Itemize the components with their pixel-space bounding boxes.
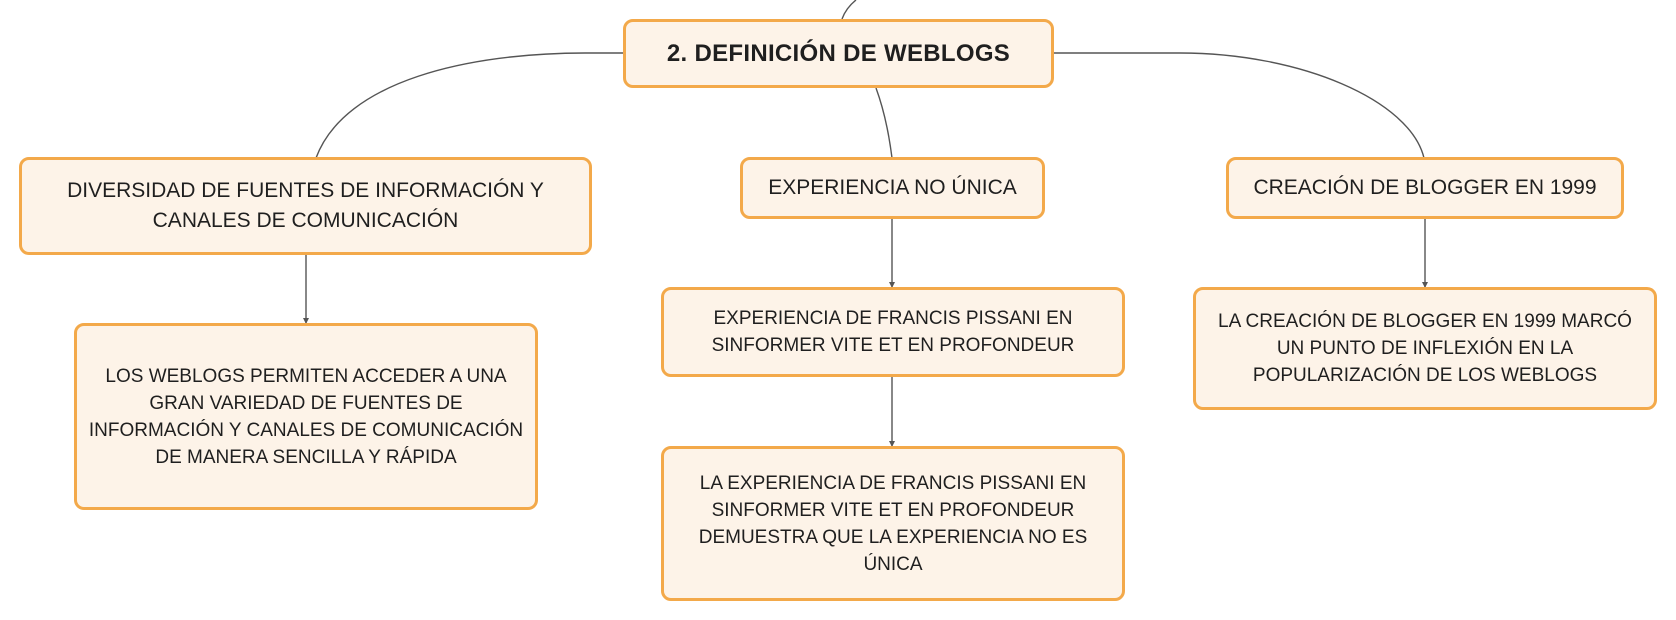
root-node-label: 2. DEFINICIÓN DE WEBLOGS xyxy=(666,39,1011,67)
arrowhead xyxy=(889,441,895,447)
branch-node-blogger[interactable]: CREACIÓN DE BLOGGER EN 1999 xyxy=(1226,157,1624,219)
child-node-label: LOS WEBLOGS PERMITEN ACCEDER A UNA GRAN … xyxy=(88,365,524,468)
root-node[interactable]: 2. DEFINICIÓN DE WEBLOGS xyxy=(623,19,1054,88)
branch-node-label: DIVERSIDAD DE FUENTES DE INFORMACIÓN Y C… xyxy=(67,179,544,232)
branch-node-label: CREACIÓN DE BLOGGER EN 1999 xyxy=(1253,176,1597,199)
connector-root-to-experiencia xyxy=(875,87,893,159)
connector-root-to-blogger xyxy=(1053,52,1425,159)
child-node-label: LA CREACIÓN DE BLOGGER EN 1999 MARCÓ UN … xyxy=(1218,311,1632,386)
child-node-blogger-detail[interactable]: LA CREACIÓN DE BLOGGER EN 1999 MARCÓ UN … xyxy=(1193,287,1657,410)
branch-node-diversidad[interactable]: DIVERSIDAD DE FUENTES DE INFORMACIÓN Y C… xyxy=(19,157,592,255)
child-node-experiencia-conclusion[interactable]: LA EXPERIENCIA DE FRANCIS PISSANI EN SIN… xyxy=(661,446,1125,601)
child-node-label: EXPERIENCIA DE FRANCIS PISSANI EN SINFOR… xyxy=(711,308,1075,356)
arrowhead xyxy=(1422,282,1428,288)
child-node-experiencia-francis[interactable]: EXPERIENCIA DE FRANCIS PISSANI EN SINFOR… xyxy=(661,287,1125,377)
child-node-label: LA EXPERIENCIA DE FRANCIS PISSANI EN SIN… xyxy=(698,472,1088,575)
connector-root-to-diversidad xyxy=(315,52,623,159)
branch-node-experiencia[interactable]: EXPERIENCIA NO ÚNICA xyxy=(740,157,1045,219)
arrowhead xyxy=(889,282,895,288)
branch-node-label: EXPERIENCIA NO ÚNICA xyxy=(768,176,1017,199)
connector-incoming xyxy=(841,0,857,20)
child-node-diversidad-detail[interactable]: LOS WEBLOGS PERMITEN ACCEDER A UNA GRAN … xyxy=(74,323,538,510)
arrowhead xyxy=(303,318,309,324)
